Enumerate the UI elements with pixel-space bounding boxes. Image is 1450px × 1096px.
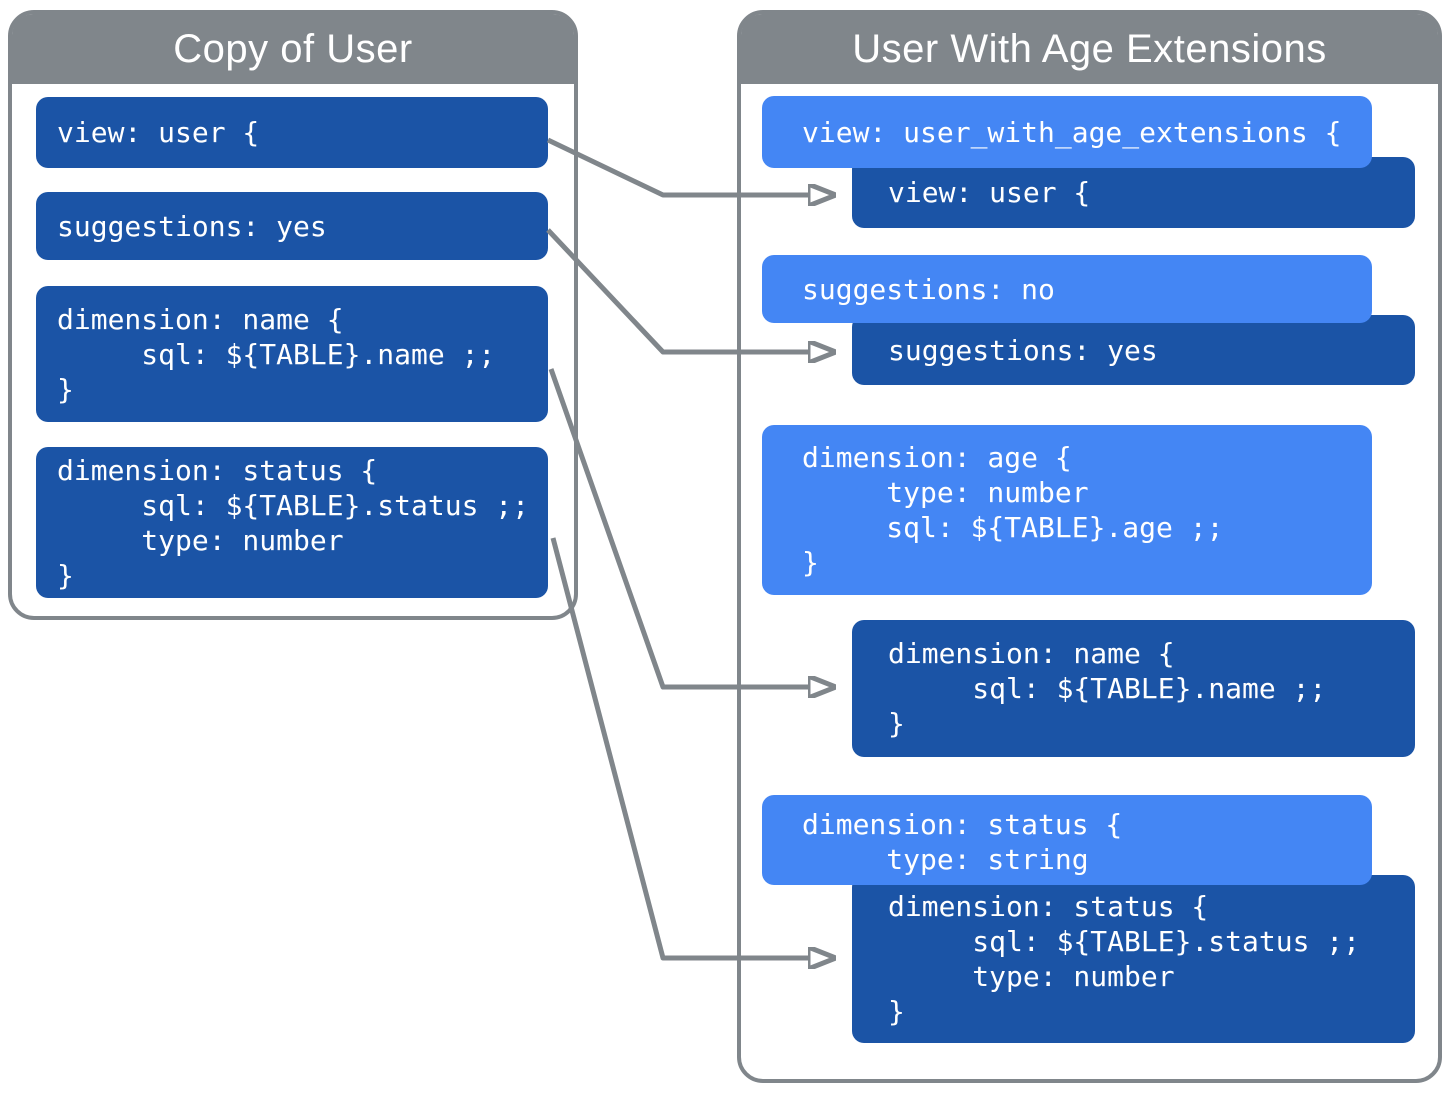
code-block-left-dimension-name: dimension: name { sql: ${TABLE}.name ;; … (36, 286, 548, 422)
code-block-right-dimension-status-string: dimension: status { type: string (762, 795, 1372, 885)
user-with-age-extensions-title: User With Age Extensions (852, 26, 1327, 71)
copy-of-user-header: Copy of User (12, 14, 574, 84)
copy-of-user-title: Copy of User (173, 26, 413, 71)
code-block-left-dimension-status: dimension: status { sql: ${TABLE}.status… (36, 447, 548, 598)
code-block-left-view-user: view: user { (36, 97, 548, 168)
code-block-left-suggestions-yes: suggestions: yes (36, 192, 548, 260)
code-block-right-view-user: view: user { (852, 157, 1415, 228)
code-block-right-suggestions-no: suggestions: no (762, 255, 1372, 323)
code-block-right-view-extensions: view: user_with_age_extensions { (762, 96, 1372, 168)
code-block-right-suggestions-yes: suggestions: yes (852, 315, 1415, 385)
user-with-age-extensions-header: User With Age Extensions (741, 14, 1438, 84)
code-block-right-dimension-name: dimension: name { sql: ${TABLE}.name ;; … (852, 620, 1415, 757)
code-block-right-dimension-age: dimension: age { type: number sql: ${TAB… (762, 425, 1372, 595)
code-block-right-dimension-status-number: dimension: status { sql: ${TABLE}.status… (852, 875, 1415, 1043)
